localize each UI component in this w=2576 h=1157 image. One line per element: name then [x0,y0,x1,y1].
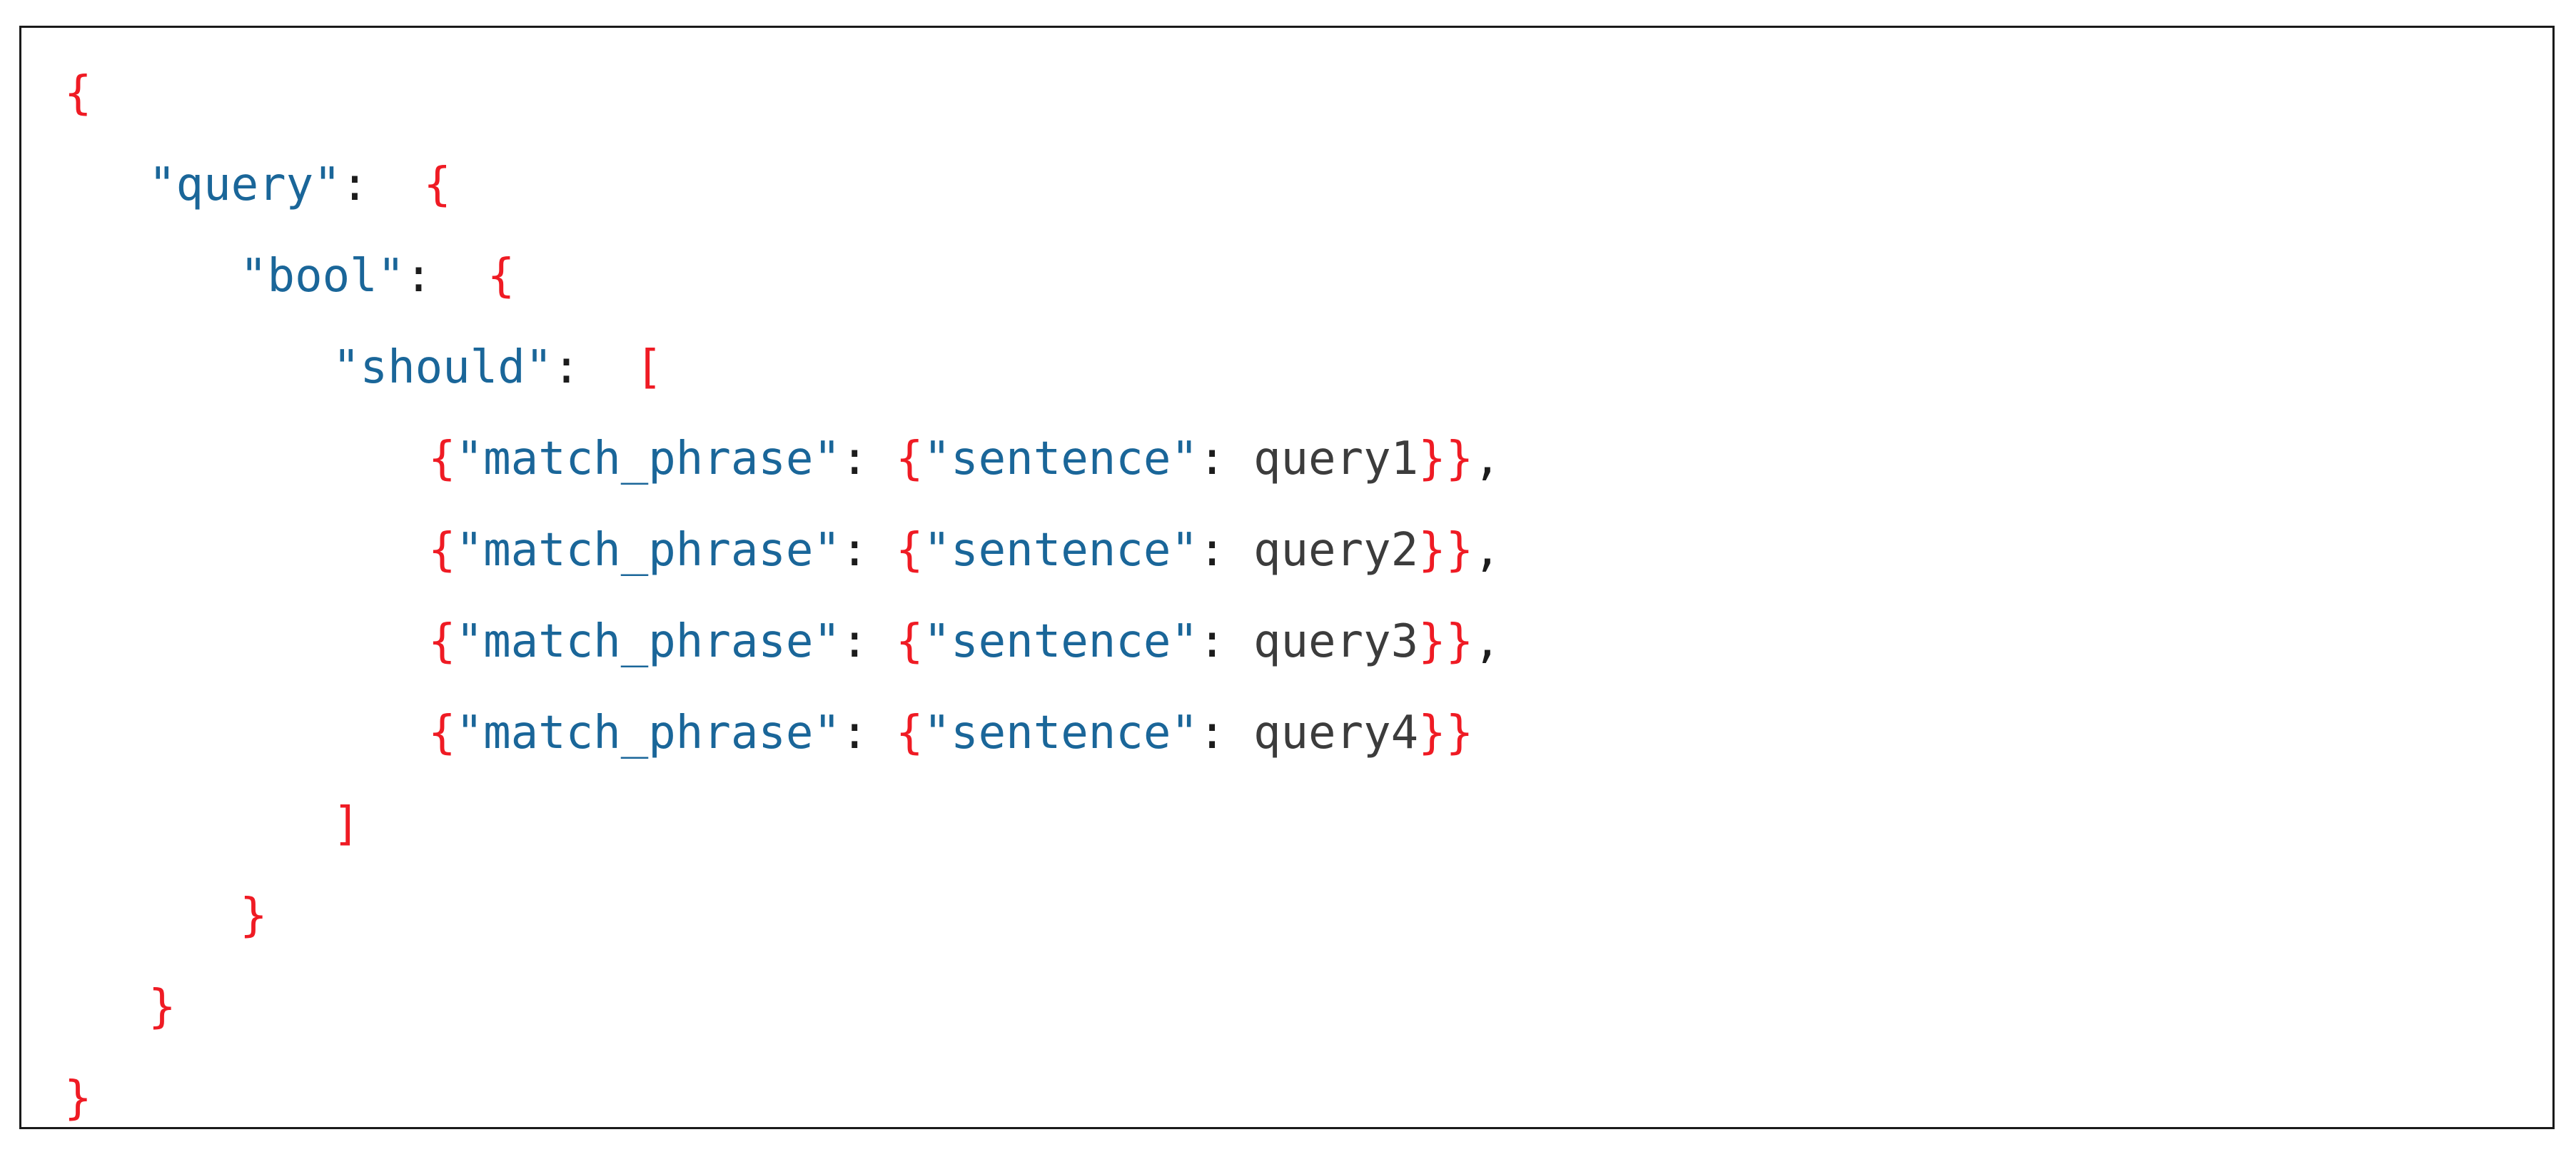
code-token-op: : [1198,433,1226,485]
code-token-punct: { [896,707,924,759]
code-token-space [1226,707,1253,759]
code-token-key: "sentence" [923,433,1198,485]
code-token-key: "match_phrase" [455,707,841,759]
code-token-punct: { [428,707,456,759]
code-line: "query": { [21,139,2552,231]
code-token-space [869,524,896,577]
code-token-space [1226,615,1253,668]
code-line: { [21,48,2552,139]
code-token-op: : [1198,524,1226,577]
code-token-op: : [405,250,433,303]
code-token-key: "bool" [240,250,405,303]
code-token-key: "sentence" [923,524,1198,577]
code-token-punct: [ [635,341,663,394]
code-token-space [368,158,423,211]
code-token-punct: } [240,889,268,942]
code-token-punct: { [428,524,456,577]
code-token-key: "sentence" [923,615,1198,668]
code-token-space [1226,524,1253,577]
code-token-op: , [1473,615,1501,668]
code-token-space [869,433,896,485]
code-token-punct: { [487,250,515,303]
code-token-value: query1 [1253,433,1419,485]
code-line: "should": [ [21,322,2552,413]
code-token-space [869,707,896,759]
code-token-punct: } [64,1072,92,1125]
code-line: {"match_phrase": {"sentence": query4}} [21,687,2552,779]
code-token-op: , [1473,524,1501,577]
code-block-frame: {"query": {"bool": {"should": [{"match_p… [19,26,2555,1129]
code-token-op: : [840,615,869,668]
code-token-punct: { [423,158,451,211]
code-token-punct: }} [1418,524,1474,577]
code-token-punct: } [148,981,176,1034]
code-token-op: , [1473,433,1501,485]
code-token-op: : [1198,707,1226,759]
code-line: "bool": { [21,231,2552,322]
code-token-value: query2 [1253,524,1419,577]
code-token-punct: { [896,433,924,485]
code-token-key: "match_phrase" [455,433,841,485]
code-line: {"match_phrase": {"sentence": query2}}, [21,505,2552,596]
code-token-punct: }} [1418,615,1474,668]
code-token-space [869,615,896,668]
code-line: } [21,961,2552,1053]
code-line: {"match_phrase": {"sentence": query1}}, [21,413,2552,505]
code-token-punct: { [64,67,92,120]
code-token-punct: }} [1418,433,1474,485]
code-token-key: "should" [333,341,553,394]
code-token-punct: { [896,615,924,668]
code-token-key: "sentence" [923,707,1198,759]
code-content[interactable]: {"query": {"bool": {"should": [{"match_p… [21,28,2552,1144]
code-token-space [1226,433,1253,485]
code-line: } [21,870,2552,961]
code-line: {"match_phrase": {"sentence": query3}}, [21,596,2552,687]
code-token-space [580,341,635,394]
code-token-punct: ] [333,798,360,851]
code-line: } [21,1053,2552,1144]
code-token-key: "match_phrase" [455,524,841,577]
code-token-key: "query" [148,158,341,211]
code-token-punct: { [428,615,456,668]
code-token-key: "match_phrase" [455,615,841,668]
code-token-punct: { [428,433,456,485]
code-token-op: : [1198,615,1226,668]
code-line: ] [21,779,2552,870]
code-token-op: : [552,341,580,394]
code-token-punct: { [896,524,924,577]
code-token-value: query3 [1253,615,1419,668]
code-token-value: query4 [1253,707,1419,759]
code-token-op: : [840,707,869,759]
code-token-op: : [340,158,369,211]
code-token-punct: }} [1418,707,1474,759]
code-token-op: : [840,524,869,577]
code-token-space [433,250,488,303]
code-token-op: : [840,433,869,485]
